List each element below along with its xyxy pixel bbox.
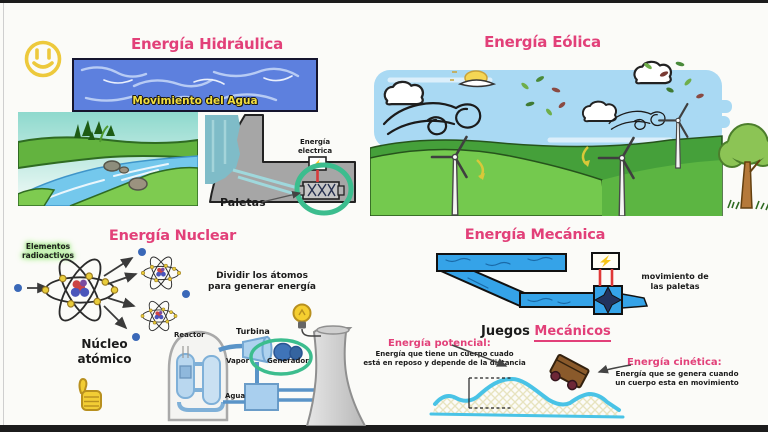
paddle-wheel-icon <box>593 285 623 315</box>
particle-dot <box>14 284 22 292</box>
cooling-tower-icon <box>305 327 367 426</box>
mecanicos-word: Mecánicos <box>534 324 611 342</box>
kinetic-energy-desc: Energía que se genera cuando un cuerpo e… <box>615 369 739 387</box>
roller-coaster <box>429 354 625 419</box>
thumbs-up-icon <box>78 378 102 411</box>
smiley-icon <box>24 40 62 78</box>
particle-dot <box>132 333 140 341</box>
water-banner: Movimiento del Agua <box>72 58 318 112</box>
dam-illustration <box>205 114 356 216</box>
generador-label: Generador <box>267 357 309 365</box>
front-hill <box>370 148 607 216</box>
juegos-word: Juegos <box>481 324 530 339</box>
paletas-label: Paletas <box>220 196 266 209</box>
bottom-border <box>0 425 768 432</box>
vapor-label: Vapor <box>226 357 250 365</box>
atom-icon <box>140 253 182 293</box>
flying-leaves <box>521 61 704 116</box>
nuclear-plant-diagram <box>167 303 367 426</box>
coaster-cart <box>549 354 590 391</box>
agua-label: Agua <box>225 392 246 400</box>
yellow-arrow-icon <box>476 146 590 180</box>
water-channel-diagram <box>436 252 649 315</box>
reactor-label: Reactor <box>174 331 205 339</box>
nuclear-title: Energía Nuclear <box>108 228 237 244</box>
atomic-nucleus-label: Núcleo atómico <box>77 337 132 366</box>
particle-dot <box>138 248 146 256</box>
kinetic-energy-label: Energía cinética: <box>627 357 722 368</box>
divide-atoms-text: Dividir los átomos para generar energía <box>208 271 316 293</box>
lightbulb-icon <box>292 303 321 337</box>
tree-icon <box>718 123 768 211</box>
river-illustration <box>18 112 198 206</box>
split-arrows <box>103 257 138 330</box>
left-border <box>3 3 4 425</box>
water-texture <box>80 66 300 102</box>
condenser <box>244 383 279 411</box>
eolic-title: Energía Eólica <box>484 33 601 51</box>
lightning-icon <box>600 255 611 268</box>
wind-scene <box>370 60 768 216</box>
hydraulic-title: Energía Hidráulica <box>130 35 284 53</box>
particle-dot <box>182 290 190 298</box>
outflow <box>621 293 649 309</box>
juegos-heading: Juegos Mecánicos <box>481 324 611 342</box>
potential-energy-label: Energía potencial: <box>388 338 491 349</box>
highlight-circle <box>294 162 354 216</box>
water-banner-label: Movimiento del Agua <box>132 95 258 107</box>
track <box>433 376 621 412</box>
radioactive-label: Elementos radioactivos <box>21 242 75 261</box>
electric-label: Energía electrica <box>297 138 333 155</box>
atom-diagram <box>14 248 190 341</box>
turbina-label: Turbina <box>236 327 270 336</box>
atom-icon <box>41 252 119 328</box>
mechanical-title: Energía Mecánica <box>464 227 606 243</box>
highlight-ellipse <box>249 338 313 376</box>
paddles-movement-label: movimiento de las paletas <box>641 272 709 291</box>
top-border <box>0 0 768 3</box>
